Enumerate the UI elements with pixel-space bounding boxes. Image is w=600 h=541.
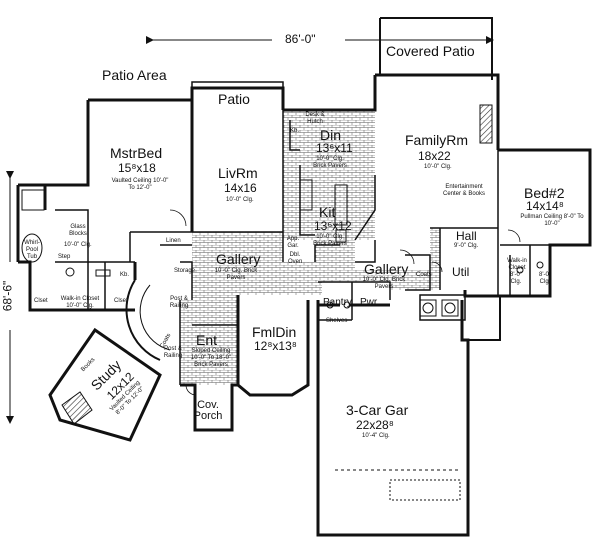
formal-dining-label: FmlDin [252,324,297,340]
patio-area-label: Patio Area [102,67,167,83]
cov-porch-label: Cov. Porch [193,399,223,422]
garage-note: 10'-4" Clg. [362,433,390,439]
walkin-note: Walk-in Closet 10'-0" Clg. [60,296,100,309]
pantry-label: Pantry [323,297,352,308]
dining-note: 10'-0" Clg. Brick Pavers [313,156,347,169]
living-room-note: 10'-0" Clg. [226,197,254,203]
fireplaces [61,104,493,425]
formal-dining-size: 12⁸x13⁸ [254,339,297,353]
garage-label: 3-Car Gar [346,402,409,418]
post-railing-note-1: Post & Railing [169,296,189,309]
bed2-size: 14x14⁸ [526,199,564,213]
post-railing-note-2: Post & Railing [163,346,183,359]
brick-paver-areas [180,110,440,385]
double-oven-note: Dbl. Oven [288,252,303,265]
ceiling-10-note: 10'-0" Clg. [64,242,92,248]
app-garage-note: App. Gar. [286,236,300,249]
whirlpool-tub-icon [21,233,43,263]
door-swings [169,209,521,396]
width-dimension: 86'-0" [285,32,316,46]
storage-note: Storage [174,268,196,274]
pantry-note: Shelves [326,318,348,324]
linen-note: Linen [166,238,181,244]
toilet-icon [65,267,75,277]
entertainment-note: Entertainment Center & Books [442,184,486,197]
family-room-note: 10'-0" Clg. [424,164,452,170]
step-note: Step [58,254,71,260]
living-room-size: 14x16 [224,181,257,195]
exterior-walls [16,17,592,537]
master-bed-size: 15⁸x18 [118,161,156,175]
walkin-closet-note: Walk-in Closet [507,258,527,271]
family-room-size: 18x22 [418,149,451,163]
bed2-label: Bed#2 [524,185,565,201]
powder-label: Pwr [360,297,378,308]
interior-walls [55,110,550,385]
kitchen-size: 13⁶x12 [314,219,352,233]
desk-hutch-note: Desk & Hutch [305,112,325,125]
closet-west-note: Clset [34,298,48,304]
dining-size: 13⁶x11 [316,141,353,155]
entry-note: Sloped Ceiling 10'-0" To 18'-0" Brick Pa… [190,348,232,368]
gallery-east-label: Gallery [364,261,409,277]
family-room-label: FamilyRm [405,132,468,148]
depth-dimension: 68'-6" [0,280,15,312]
kitchen-label: Kit [319,204,336,220]
dimension-lines [6,36,494,424]
kitchen-note: 10'-0" Clg. Brick Pavers [313,234,347,247]
fixtures [21,179,544,501]
patio-label: Patio [218,91,250,107]
clg-8-note-2: 8'-0" Clg. [539,272,551,285]
gallery-main-label: Gallery [216,251,261,267]
covered-patio-label: Covered Patio [386,43,475,59]
entry-label: Ent [196,332,218,348]
master-bed-note: Vaulted Ceiling 10'-0" To 12'-0" [111,178,169,191]
gallery-east-note: 10'-0" Clg. Brick Pavers [362,277,406,290]
glass-blocks-note: Glass Blocks [69,224,87,237]
whirlpool-note: Whirl-Pool Tub [24,240,40,260]
kb-note-2: Kb. [120,272,130,278]
living-room-label: LivRm [218,165,258,181]
bed2-note: Pullman Ceiling 8'-0" To 10'-0" [520,214,584,227]
garage-size: 22x28⁸ [356,418,394,432]
gallery-main-note: 10'-0" Clg. Brick Pavers [214,268,258,281]
master-bed-label: MstrBed [110,145,163,161]
hall-label: Hall [456,229,477,243]
coats-note-1: Coats [416,272,432,278]
utility-label: Util [452,265,470,279]
hall-note: 9'-0" Clg. [454,243,479,249]
kb-note-1: Kb. [290,128,300,134]
clg-8-note-1: 8'-0" Clg. [510,272,522,285]
closet-east-note: Clset [114,298,128,304]
dining-label: Din [320,127,342,143]
